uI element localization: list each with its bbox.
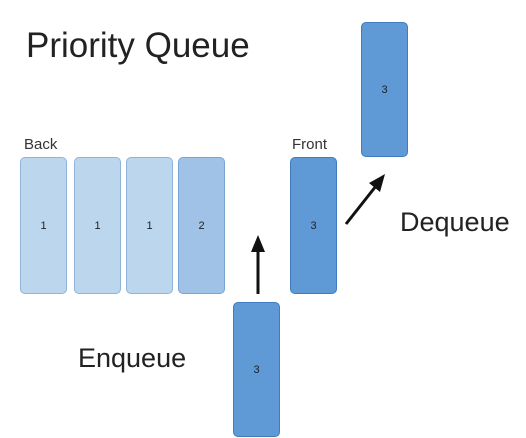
dequeue-label: Dequeue [400, 207, 510, 237]
front-label: Front [292, 136, 328, 153]
queue-item: 1 [20, 157, 67, 294]
queue-item: 2 [178, 157, 225, 294]
enqueue-item: 3 [233, 302, 280, 437]
dequeue-item: 3 [361, 22, 408, 157]
diagram-title: Priority Queue [26, 26, 250, 65]
queue-item: 1 [74, 157, 121, 294]
queue-item-front: 3 [290, 157, 337, 294]
back-label: Back [24, 136, 58, 153]
queue-item: 1 [126, 157, 173, 294]
dequeue-arrow [344, 174, 385, 225]
enqueue-label: Enqueue [78, 343, 187, 373]
enqueue-arrow [251, 235, 265, 294]
